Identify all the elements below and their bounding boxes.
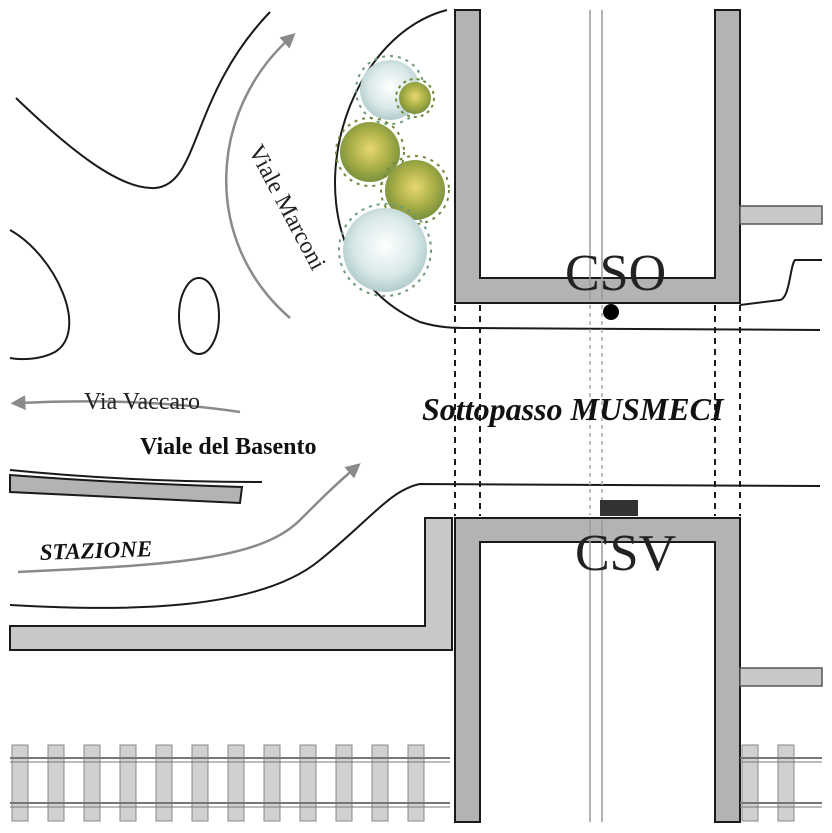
railway-track [10, 744, 450, 822]
railway-sleeper [777, 744, 795, 822]
railway-sleeper [371, 744, 389, 822]
railway-sleeper [11, 744, 29, 822]
road-outline-basento [9, 469, 263, 483]
railway-sleeper [407, 744, 425, 822]
street-label-viale-marconi: Viale Marconi [243, 141, 331, 275]
arrow-icon [224, 32, 296, 319]
approach-wall [9, 517, 453, 651]
sensor-box-icon [600, 500, 638, 516]
railway-sleeper [155, 744, 173, 822]
underpass-label: Sottopasso MUSMECI [422, 391, 725, 427]
traffic-island [178, 277, 220, 355]
csv-label: CSV [575, 525, 676, 582]
tree-icon [395, 78, 435, 118]
railway-sleeper [191, 744, 209, 822]
curb-strip [9, 473, 244, 505]
arrow-icon [10, 395, 241, 414]
arrow-icon [17, 463, 361, 574]
side-stub [739, 205, 823, 225]
railway-sleeper [83, 744, 101, 822]
road-outline-left-curve [9, 229, 71, 361]
underpass-dashed-lines [454, 305, 741, 516]
railway-sleeper [741, 744, 759, 822]
tree-icon [380, 155, 450, 225]
street-label-via-vaccaro: Via Vaccaro [84, 389, 200, 415]
sensor-point-icon [603, 304, 619, 320]
underpass-wall-upper [454, 9, 741, 304]
underpass-wall-lower [454, 517, 741, 823]
railway-sleeper [263, 744, 281, 822]
trees-group [335, 55, 450, 297]
road-outline-top [15, 11, 271, 190]
tree-icon [338, 203, 432, 297]
side-stub [739, 667, 823, 687]
station-label: STAZIONE [39, 536, 152, 565]
street-label-viale-del-basento: Viale del Basento [140, 434, 316, 460]
cso-label: CSO [565, 245, 666, 302]
railway-sleeper [119, 744, 137, 822]
tree-icon [335, 117, 405, 187]
road-outline-right-top [739, 259, 822, 306]
railway-track [740, 744, 822, 822]
road-outline-lower [9, 482, 821, 609]
centerline [589, 10, 603, 822]
railway-sleeper [335, 744, 353, 822]
railway-sleeper [227, 744, 245, 822]
railway-sleeper [47, 744, 65, 822]
railway-sleeper [299, 744, 317, 822]
